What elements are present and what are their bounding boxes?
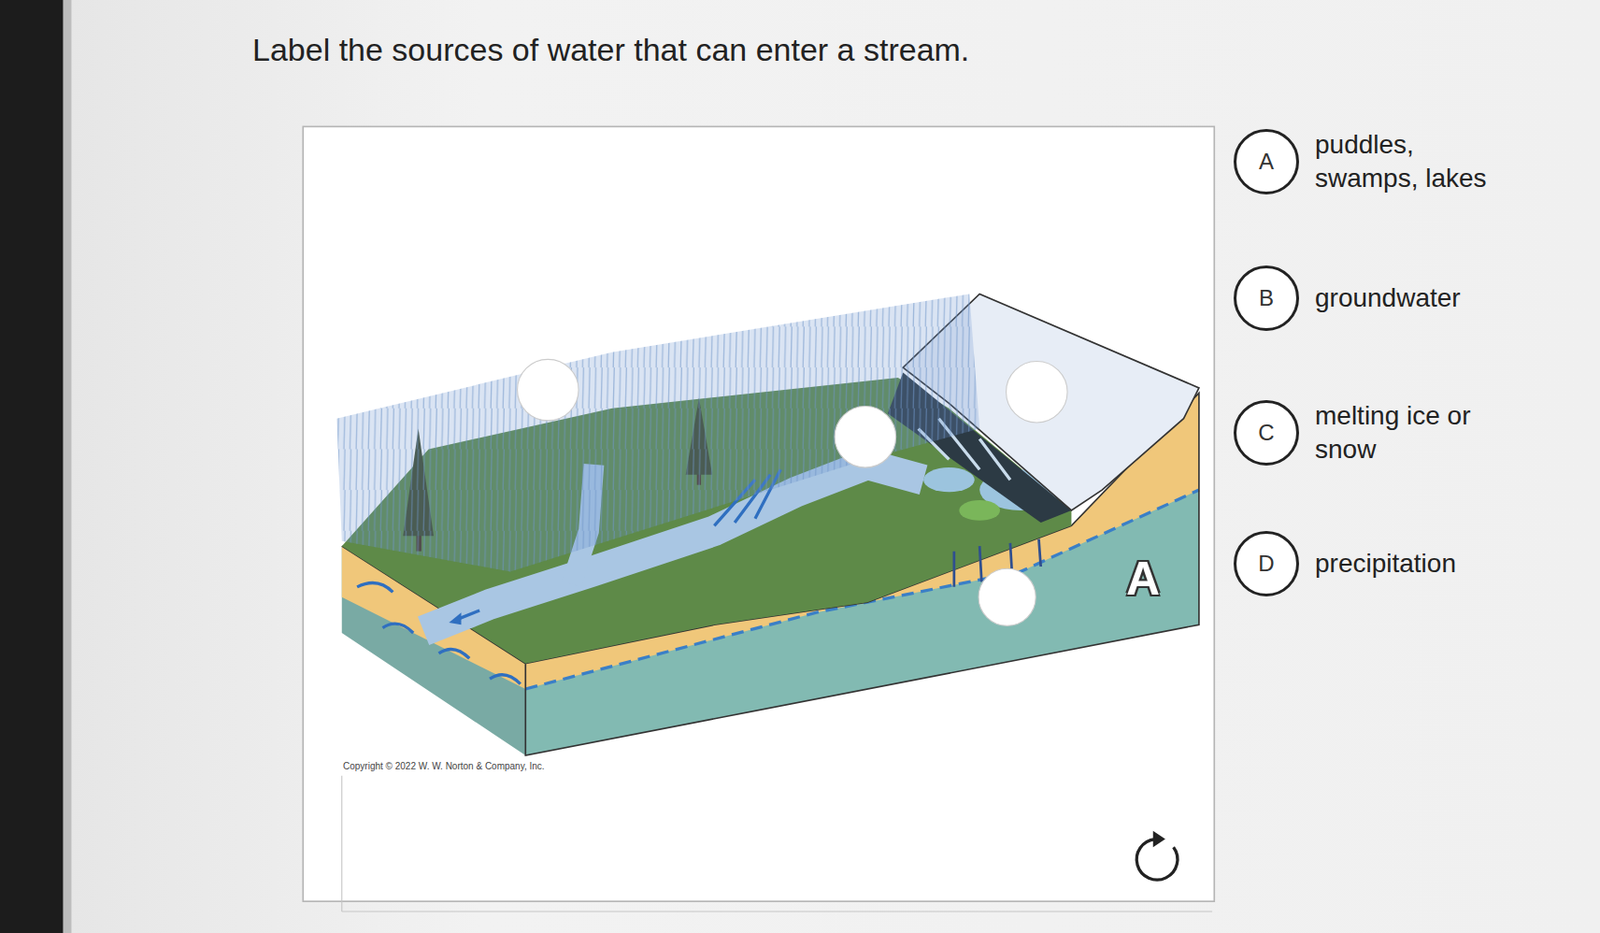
option-text: puddles, swamps, lakes (1314, 128, 1502, 196)
option-text: melting ice or snow (1314, 399, 1502, 467)
option-letter: A (1233, 128, 1300, 195)
option-letter: D (1233, 530, 1300, 597)
option-letter: B (1233, 265, 1300, 331)
option-letter: C (1233, 400, 1300, 466)
option-text: groundwater (1314, 281, 1502, 315)
option-text: precipitation (1314, 546, 1502, 581)
question-title: Label the sources of water that can ente… (252, 31, 970, 69)
copyright-note: Copyright © 2022 W. W. Norton & Company,… (342, 760, 545, 772)
answer-option: Dprecipitation (1233, 530, 1502, 597)
answer-option: Bgroundwater (1233, 265, 1502, 331)
placed-label: A (1126, 551, 1160, 606)
answer-option: Cmelting ice or snow (1233, 399, 1502, 467)
answer-option: Apuddles, swamps, lakes (1233, 128, 1502, 196)
